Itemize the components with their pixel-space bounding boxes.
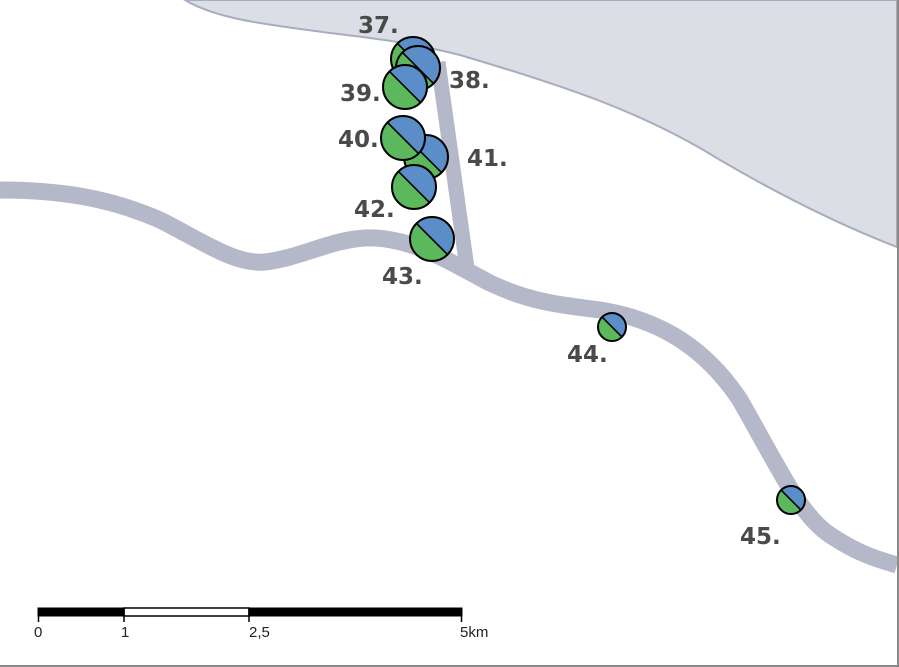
scale-label-2-5: 2,5	[249, 624, 270, 641]
site-marker-40-lower-half	[381, 122, 419, 160]
site-marker-44-lower-half	[598, 317, 622, 341]
scale-label-0: 0	[34, 624, 42, 641]
water-body	[183, 0, 897, 249]
site-marker-43-lower-half	[410, 223, 448, 261]
site-marker-40[interactable]	[380, 115, 426, 161]
site-marker-42-upper-half	[398, 165, 436, 203]
scale-segment-3	[248, 607, 463, 617]
site-label-39: 39.	[340, 81, 381, 107]
site-marker-38-upper-half	[402, 46, 440, 84]
site-marker-45[interactable]	[776, 485, 806, 515]
site-label-37: 37.	[358, 13, 399, 39]
site-marker-44-divider	[601, 316, 623, 338]
site-marker-44-upper-half	[602, 313, 626, 337]
site-marker-44[interactable]	[597, 312, 627, 342]
site-marker-45-divider	[780, 489, 802, 511]
sites-layer	[380, 36, 806, 515]
river-tributary	[430, 60, 475, 270]
site-marker-45-upper-half	[781, 486, 805, 510]
site-marker-39-divider	[388, 70, 422, 104]
site-label-38: 38.	[449, 68, 490, 94]
scale-label-5km: 5km	[460, 624, 488, 641]
site-marker-38-divider	[401, 51, 435, 85]
site-label-40: 40.	[338, 127, 379, 153]
site-marker-39[interactable]	[382, 64, 428, 110]
site-marker-40-upper-half	[387, 116, 425, 154]
labels-layer: 37. 38. 39. 41. 40. 42. 43. 44. 45.	[338, 13, 781, 550]
site-marker-42-lower-half	[392, 171, 430, 209]
site-marker-45-lower-half	[777, 490, 801, 514]
site-marker-39-upper-half	[389, 64, 427, 103]
site-marker-43-upper-half	[416, 217, 454, 255]
site-label-45: 45.	[740, 524, 781, 550]
scale-label-1: 1	[121, 624, 129, 641]
site-label-42: 42.	[354, 197, 395, 223]
site-marker-42-outline	[391, 164, 437, 210]
site-label-43: 43.	[382, 264, 423, 290]
site-marker-43-outline	[409, 216, 455, 262]
site-marker-40-divider	[386, 121, 420, 155]
scale-segment-1	[37, 607, 125, 617]
site-marker-44-outline	[597, 312, 627, 342]
site-marker-42[interactable]	[391, 164, 437, 210]
site-label-44: 44.	[567, 342, 608, 368]
site-marker-43-divider	[415, 222, 449, 256]
site-marker-39-lower-half	[383, 71, 421, 109]
scale-segment-2	[123, 607, 250, 617]
site-marker-39-outline	[382, 64, 428, 110]
site-marker-45-outline	[776, 485, 806, 515]
scale-bar: 0 1 2,5 5km	[34, 607, 488, 641]
site-marker-43[interactable]	[409, 216, 455, 262]
site-marker-40-outline	[380, 115, 426, 161]
site-label-41: 41.	[467, 146, 508, 172]
site-marker-42-divider	[397, 170, 431, 204]
